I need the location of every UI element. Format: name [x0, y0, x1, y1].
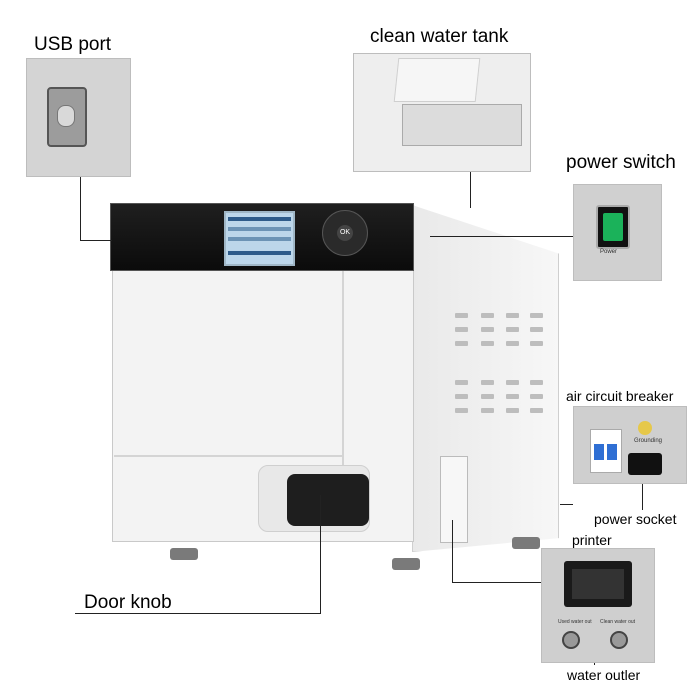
connector-line	[75, 613, 321, 614]
vent	[481, 380, 494, 385]
clean-water-outlet[interactable]	[610, 631, 628, 649]
clean-water-out-text: Clean water out	[600, 619, 636, 625]
vent	[506, 341, 519, 346]
machine-foot	[392, 558, 420, 570]
vent	[481, 341, 494, 346]
vent	[481, 408, 494, 413]
connector-line	[560, 504, 573, 505]
vent	[455, 341, 468, 346]
vent	[530, 394, 543, 399]
vent	[530, 341, 543, 346]
vent	[506, 327, 519, 332]
vent	[530, 327, 543, 332]
door-knob[interactable]	[258, 465, 370, 532]
machine-side-panel	[412, 205, 559, 552]
usb-port[interactable]	[47, 87, 87, 147]
connector-line	[452, 582, 542, 583]
power-switch[interactable]	[596, 205, 630, 249]
connector-line	[80, 175, 81, 240]
connector-line	[642, 482, 643, 510]
display-screen	[224, 211, 295, 266]
label-usb-port: USB port	[34, 34, 112, 55]
navigation-dpad[interactable]: OK	[322, 210, 368, 256]
connector-line	[452, 520, 453, 582]
vent	[481, 327, 494, 332]
label-clean-water-tank: clean water tank	[370, 26, 509, 47]
machine-foot	[170, 548, 198, 560]
grounding-text: Grounding	[634, 438, 663, 444]
printer[interactable]	[564, 561, 632, 607]
grounding-icon	[638, 421, 652, 435]
label-power-socket: power socket	[594, 511, 677, 527]
vent	[455, 408, 468, 413]
tank-opening	[402, 104, 522, 146]
used-water-outlet[interactable]	[562, 631, 580, 649]
vent	[530, 408, 543, 413]
printer-outlet-inset: Used water out Clean water out	[541, 548, 655, 663]
connector-line	[320, 495, 321, 613]
clean-water-tank-inset	[353, 53, 531, 172]
vent	[455, 327, 468, 332]
vent	[530, 313, 543, 318]
label-door-knob: Door knob	[84, 592, 172, 613]
usb-port-inset	[26, 58, 131, 177]
vent	[455, 380, 468, 385]
vent	[481, 394, 494, 399]
vent	[506, 380, 519, 385]
connector-line	[470, 170, 471, 208]
breaker-socket-inset: Grounding	[573, 406, 687, 484]
label-water-outler: water outler	[567, 667, 641, 683]
vent	[455, 313, 468, 318]
connector-line	[80, 240, 112, 241]
power-text: Power	[600, 249, 618, 255]
vent	[481, 313, 494, 318]
connector-line	[430, 236, 574, 237]
power-switch-inset: Power	[573, 184, 662, 281]
label-printer: printer	[572, 532, 612, 548]
door-seam	[342, 270, 344, 532]
side-port-slot	[440, 456, 468, 543]
power-socket[interactable]	[628, 453, 662, 475]
air-circuit-breaker[interactable]	[590, 429, 622, 473]
vent	[530, 380, 543, 385]
vent	[506, 394, 519, 399]
label-air-circuit-breaker: air circuit breaker	[566, 388, 674, 404]
vent	[506, 313, 519, 318]
tank-lid[interactable]	[393, 58, 481, 102]
door-bottom-seam	[114, 455, 342, 457]
label-power-switch: power switch	[566, 152, 676, 173]
used-water-out-text: Used water out	[558, 619, 592, 625]
warning-label	[264, 440, 346, 460]
machine-foot	[512, 537, 540, 549]
ok-button[interactable]: OK	[337, 225, 353, 241]
vent	[455, 394, 468, 399]
vent	[506, 408, 519, 413]
